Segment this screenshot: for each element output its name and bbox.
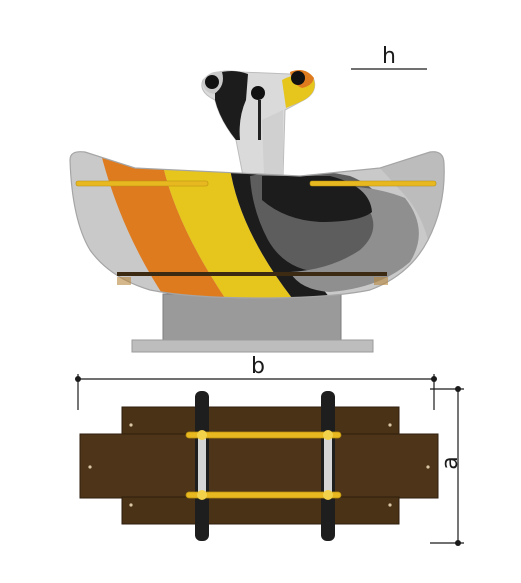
width-dimension: b (75, 354, 437, 410)
eye-left-icon (205, 75, 219, 89)
left-handle-rod (75, 180, 209, 187)
deck-planks (79, 406, 439, 525)
cross-bars (185, 430, 342, 500)
height-dimension-label: h (382, 44, 396, 69)
height-dimension: h (351, 44, 427, 70)
footrest-bar (117, 272, 387, 276)
base-plate (131, 339, 374, 353)
animal-head (201, 70, 316, 177)
base-pedestal (162, 293, 342, 341)
side-view: h (69, 44, 445, 353)
handle-posts (195, 391, 335, 541)
top-view: b (75, 354, 464, 546)
right-handle-rod (309, 180, 437, 187)
width-dimension-label: b (251, 354, 265, 379)
eye-right-icon (291, 71, 305, 85)
depth-dimension-label: a (438, 456, 463, 469)
eye-center-icon (251, 86, 265, 100)
depth-dimension: a (430, 386, 464, 546)
